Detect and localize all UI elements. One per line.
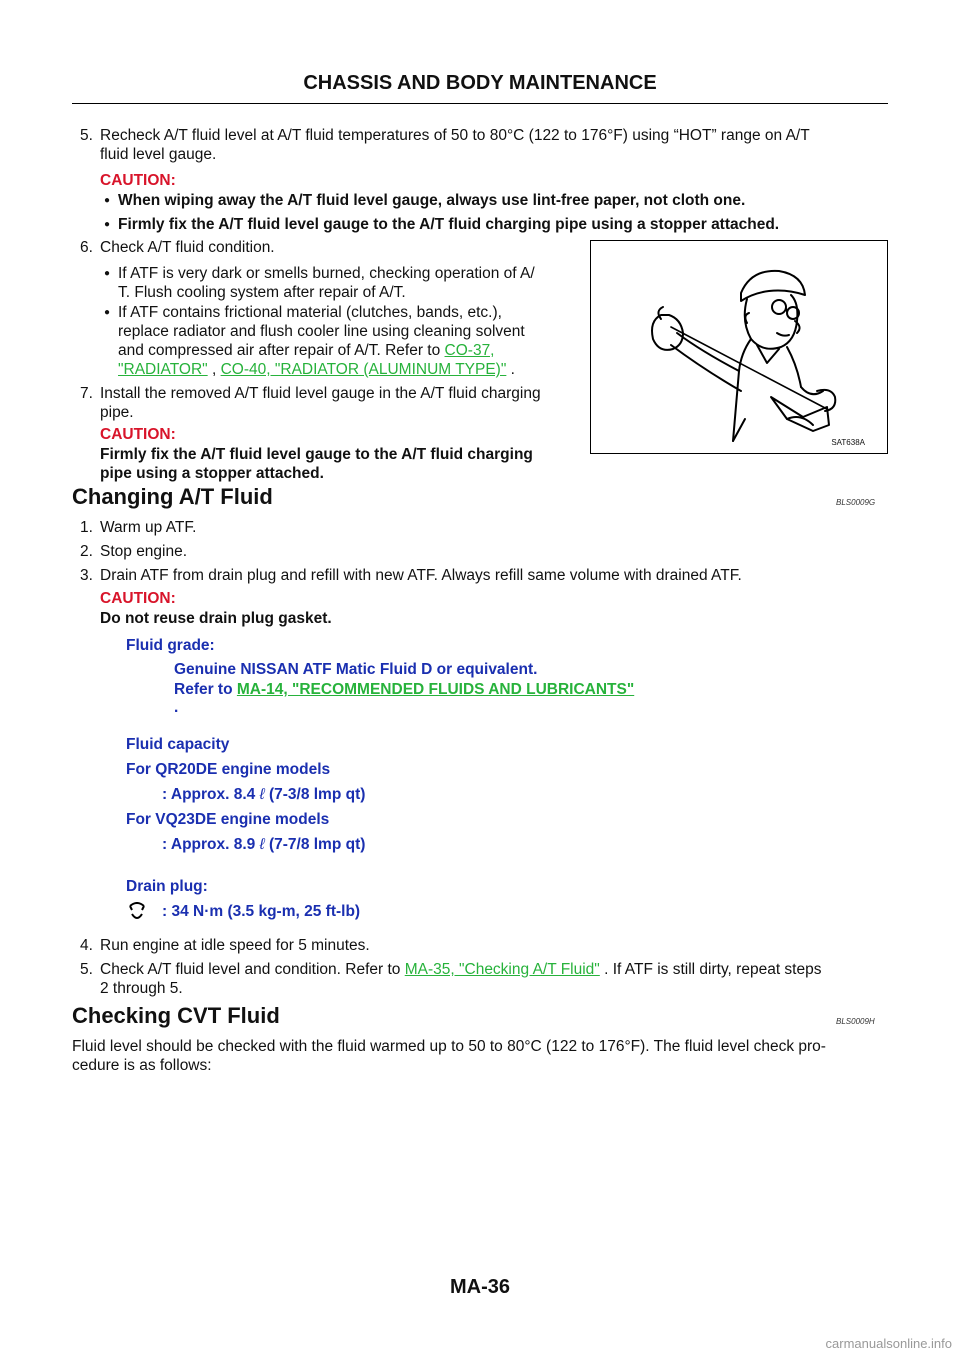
bullet-text: If ATF contains frictional material (clu…: [104, 303, 502, 322]
header-rule: [72, 103, 888, 104]
link-co-37[interactable]: CO-37,: [444, 342, 495, 359]
bullet-text: and compressed air after repair of A/T. …: [118, 342, 441, 359]
caution-bullet: Firmly fix the A/T fluid level gauge to …: [104, 215, 779, 234]
link-ma-35[interactable]: MA-35, "Checking A/T Fluid": [404, 961, 600, 978]
separator: ,: [211, 361, 217, 378]
page-number: MA-36: [449, 1276, 510, 1298]
liter-icon: ℓ: [259, 786, 265, 803]
step-text: Run engine at idle speed for 5 minutes.: [100, 937, 370, 954]
caution-label: CAUTION:: [100, 426, 176, 443]
torque-wrench-icon: [126, 902, 148, 922]
step-text: Install the removed A/T fluid level gaug…: [100, 385, 541, 402]
mechanic-checking-dipstick-illustration: [651, 269, 837, 442]
section-tag: BLS0009G: [836, 498, 876, 507]
caution-text: Firmly fix the A/T fluid level gauge to …: [100, 446, 533, 463]
step-text: . If ATF is still dirty, repeat steps: [604, 961, 822, 978]
spec-value: : Approx. 8.4: [162, 786, 256, 803]
link-radiator[interactable]: "RADIATOR": [118, 361, 208, 378]
spec-label: Fluid grade:: [126, 637, 215, 654]
step-number: 5.: [80, 127, 93, 144]
bullet-text: replace radiator and flush cooler line u…: [118, 323, 525, 340]
spec-value: : Approx. 8.9: [162, 836, 256, 853]
step-text: Recheck A/T fluid level at A/T fluid tem…: [100, 127, 810, 144]
spec-value: Genuine NISSAN ATF Matic Fluid D or equi…: [174, 661, 538, 678]
figure-code: SAT638A: [831, 438, 865, 447]
spec-value: .: [174, 699, 179, 716]
step-text: Drain ATF from drain plug and refill wit…: [100, 567, 742, 584]
spec-label: Drain plug:: [126, 878, 208, 895]
caution-bullet: When wiping away the A/T fluid level gau…: [104, 191, 745, 210]
link-ma-14[interactable]: MA-14, "RECOMMENDED FLUIDS AND LUBRICANT…: [236, 681, 635, 698]
spec-label: For VQ23DE engine models: [126, 811, 330, 828]
section-title: Changing A/T Fluid: [72, 484, 273, 509]
caution-text: Do not reuse drain plug gasket.: [100, 610, 332, 627]
watermark: carmanualsonline.info: [825, 1336, 952, 1351]
caution-text: pipe using a stopper attached.: [100, 465, 324, 482]
body-text: cedure is as follows:: [72, 1057, 212, 1074]
spec-value: (7-3/8 lmp qt): [268, 786, 366, 803]
page-header-title: CHASSIS AND BODY MAINTENANCE: [303, 72, 657, 94]
step-text: Warm up ATF.: [100, 519, 197, 536]
section-tag: BLS0009H: [836, 1017, 875, 1026]
step-text: fluid level gauge.: [100, 146, 217, 163]
step-number: 6.: [80, 239, 93, 256]
bullet-text: If ATF is very dark or smells burned, ch…: [104, 264, 535, 283]
spec-label: Fluid capacity: [126, 736, 230, 753]
step-text: Check A/T fluid condition.: [100, 239, 275, 256]
spec-value: Refer to: [174, 681, 233, 698]
period: .: [510, 361, 515, 378]
step-text: 2 through 5.: [100, 980, 183, 997]
body-text: Fluid level should be checked with the f…: [72, 1038, 826, 1055]
figure-box: SAT638A: [590, 240, 888, 454]
caution-label: CAUTION:: [100, 590, 176, 607]
spec-label: For QR20DE engine models: [126, 761, 331, 778]
bullet-text: T. Flush cooling system after repair of …: [118, 284, 406, 301]
step-number: 7.: [80, 385, 93, 402]
spec-value: : 34 N·m (3.5 kg-m, 25 ft-lb): [162, 903, 361, 920]
step-text: pipe.: [100, 404, 134, 421]
liter-icon: ℓ: [259, 836, 265, 853]
step-text: Stop engine.: [100, 543, 188, 560]
step-text: Check A/T fluid level and condition. Ref…: [100, 961, 401, 978]
caution-label: CAUTION:: [100, 172, 176, 189]
section-title: Checking CVT Fluid: [72, 1003, 280, 1028]
link-co-40[interactable]: CO-40, "RADIATOR (ALUMINUM TYPE)": [220, 361, 507, 378]
spec-value: (7-7/8 lmp qt): [268, 836, 366, 853]
